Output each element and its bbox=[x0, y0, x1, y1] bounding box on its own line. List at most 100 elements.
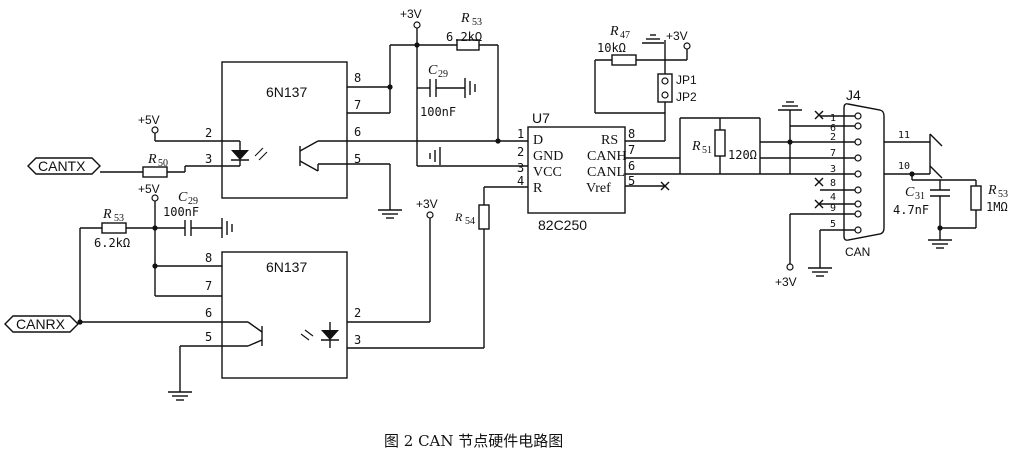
r53-right-resistor bbox=[970, 185, 982, 211]
c31-ref: C bbox=[905, 185, 915, 200]
supply-3v-right: +3V bbox=[666, 29, 688, 43]
r51-resistor bbox=[714, 129, 726, 157]
r51-value: 120Ω bbox=[728, 148, 757, 162]
u7-pin-vref: Vref bbox=[586, 181, 611, 196]
no-connect-icon bbox=[660, 181, 670, 191]
can-connector-label: CAN bbox=[845, 245, 870, 259]
u7-body bbox=[527, 126, 626, 214]
svg-text:5: 5 bbox=[628, 174, 635, 188]
r53-top-resistor bbox=[456, 39, 480, 51]
j4-ref: J4 bbox=[846, 87, 861, 103]
opto1-led-icon bbox=[222, 140, 268, 167]
opto2-pin-7: 7 bbox=[205, 279, 212, 293]
opto2-pin-8: 8 bbox=[205, 251, 212, 265]
u7-part: 82C250 bbox=[538, 217, 587, 233]
opto1-label: 6N137 bbox=[266, 84, 307, 100]
svg-text:53: 53 bbox=[472, 17, 482, 28]
opto2-pin-6: 6 bbox=[205, 306, 212, 320]
ground-icon bbox=[221, 218, 233, 238]
r47-resistor bbox=[611, 54, 637, 66]
svg-text:31: 31 bbox=[915, 191, 925, 202]
svg-text:8: 8 bbox=[628, 127, 635, 141]
canrx-port-icon bbox=[4, 315, 79, 333]
ground-icon bbox=[928, 239, 952, 249]
supply-3v-bottom: +3V bbox=[775, 275, 797, 289]
supply-5v-top: +5V bbox=[138, 113, 160, 127]
svg-text:3: 3 bbox=[830, 164, 836, 175]
svg-text:1: 1 bbox=[517, 127, 524, 141]
svg-text:50: 50 bbox=[158, 158, 168, 169]
r53-top-ref: R bbox=[460, 11, 470, 26]
svg-text:6: 6 bbox=[628, 159, 635, 173]
opto2-pin-2: 2 bbox=[354, 306, 361, 320]
r53-right-ref: R bbox=[987, 183, 997, 198]
figure-caption: 图 2 CAN 节点硬件电路图 bbox=[384, 432, 563, 450]
supply-5v-bottom: +5V bbox=[138, 182, 160, 196]
c29-left-value: 100nF bbox=[163, 205, 199, 219]
r53-top-value: 6.2kΩ bbox=[446, 30, 482, 44]
svg-text:8: 8 bbox=[830, 178, 836, 189]
no-connect-icon bbox=[814, 177, 824, 209]
opto2-led-icon bbox=[300, 322, 339, 348]
u7-pin-canl: CANL bbox=[587, 165, 625, 180]
ground-icon bbox=[429, 147, 441, 165]
opto1-pin-2: 2 bbox=[205, 126, 212, 140]
r47-value: 10kΩ bbox=[597, 41, 626, 55]
u7-pin-r: R bbox=[533, 181, 543, 196]
r53-left-resistor bbox=[101, 222, 127, 234]
svg-text:4: 4 bbox=[830, 192, 836, 203]
svg-text:53: 53 bbox=[998, 189, 1008, 200]
svg-text:29: 29 bbox=[188, 196, 198, 207]
svg-text:1: 1 bbox=[830, 113, 836, 124]
opto2-body bbox=[221, 251, 348, 379]
supply-3v-mid: +3V bbox=[416, 197, 438, 211]
opto1-pin-5: 5 bbox=[354, 152, 361, 166]
u7-pin-rs: RS bbox=[601, 133, 618, 148]
u7-ref: U7 bbox=[532, 110, 550, 126]
r54-resistor bbox=[478, 204, 490, 230]
opto1-pin-7: 7 bbox=[354, 98, 361, 112]
opto2-pin-3: 3 bbox=[354, 333, 361, 347]
opto1-pin-8: 8 bbox=[354, 71, 361, 85]
svg-text:6: 6 bbox=[830, 123, 836, 134]
ground-icon bbox=[464, 78, 476, 98]
opto1-pin-6: 6 bbox=[354, 125, 361, 139]
c31-value: 4.7nF bbox=[893, 203, 929, 217]
supply-3v-top: +3V bbox=[400, 7, 422, 21]
no-connect-icon bbox=[814, 110, 824, 120]
cantx-port-label: CANTX bbox=[38, 158, 86, 174]
cantx-port-icon bbox=[27, 157, 101, 175]
u7-pin-gnd: GND bbox=[533, 149, 563, 164]
jumper-icon bbox=[657, 73, 673, 103]
cable-shield-icon bbox=[929, 133, 943, 179]
u7-pin-vcc: VCC bbox=[533, 165, 562, 180]
r54-ref: R bbox=[454, 210, 463, 224]
svg-text:54: 54 bbox=[465, 216, 475, 227]
opto1-transistor-icon bbox=[299, 140, 347, 172]
bus-pin-11: 11 bbox=[898, 130, 910, 141]
r47-ref: R bbox=[609, 24, 619, 39]
svg-text:3: 3 bbox=[517, 161, 524, 175]
svg-text:7: 7 bbox=[628, 143, 635, 157]
r53-right-value: 1MΩ bbox=[986, 200, 1008, 214]
ground-icon bbox=[808, 267, 832, 277]
opto1-pin-3: 3 bbox=[205, 152, 212, 166]
r53-left-value: 6.2kΩ bbox=[94, 236, 130, 250]
jp1-label: JP1 bbox=[676, 73, 697, 87]
u7-pin-canh: CANH bbox=[587, 149, 627, 164]
r51-ref: R bbox=[691, 139, 701, 154]
ground-icon bbox=[168, 391, 192, 401]
svg-text:9: 9 bbox=[830, 203, 836, 214]
opto2-pin-5: 5 bbox=[205, 330, 212, 344]
svg-text:51: 51 bbox=[702, 145, 712, 156]
db9-connector-icon bbox=[843, 103, 885, 241]
c29-left-ref: C bbox=[178, 190, 188, 205]
svg-text:7: 7 bbox=[830, 148, 836, 159]
c29-top-ref: C bbox=[428, 63, 438, 78]
jp2-label: JP2 bbox=[676, 90, 697, 104]
opto2-label: 6N137 bbox=[266, 259, 307, 275]
ground-icon bbox=[378, 209, 402, 219]
svg-text:2: 2 bbox=[830, 132, 836, 143]
r53-left-ref: R bbox=[102, 207, 112, 222]
